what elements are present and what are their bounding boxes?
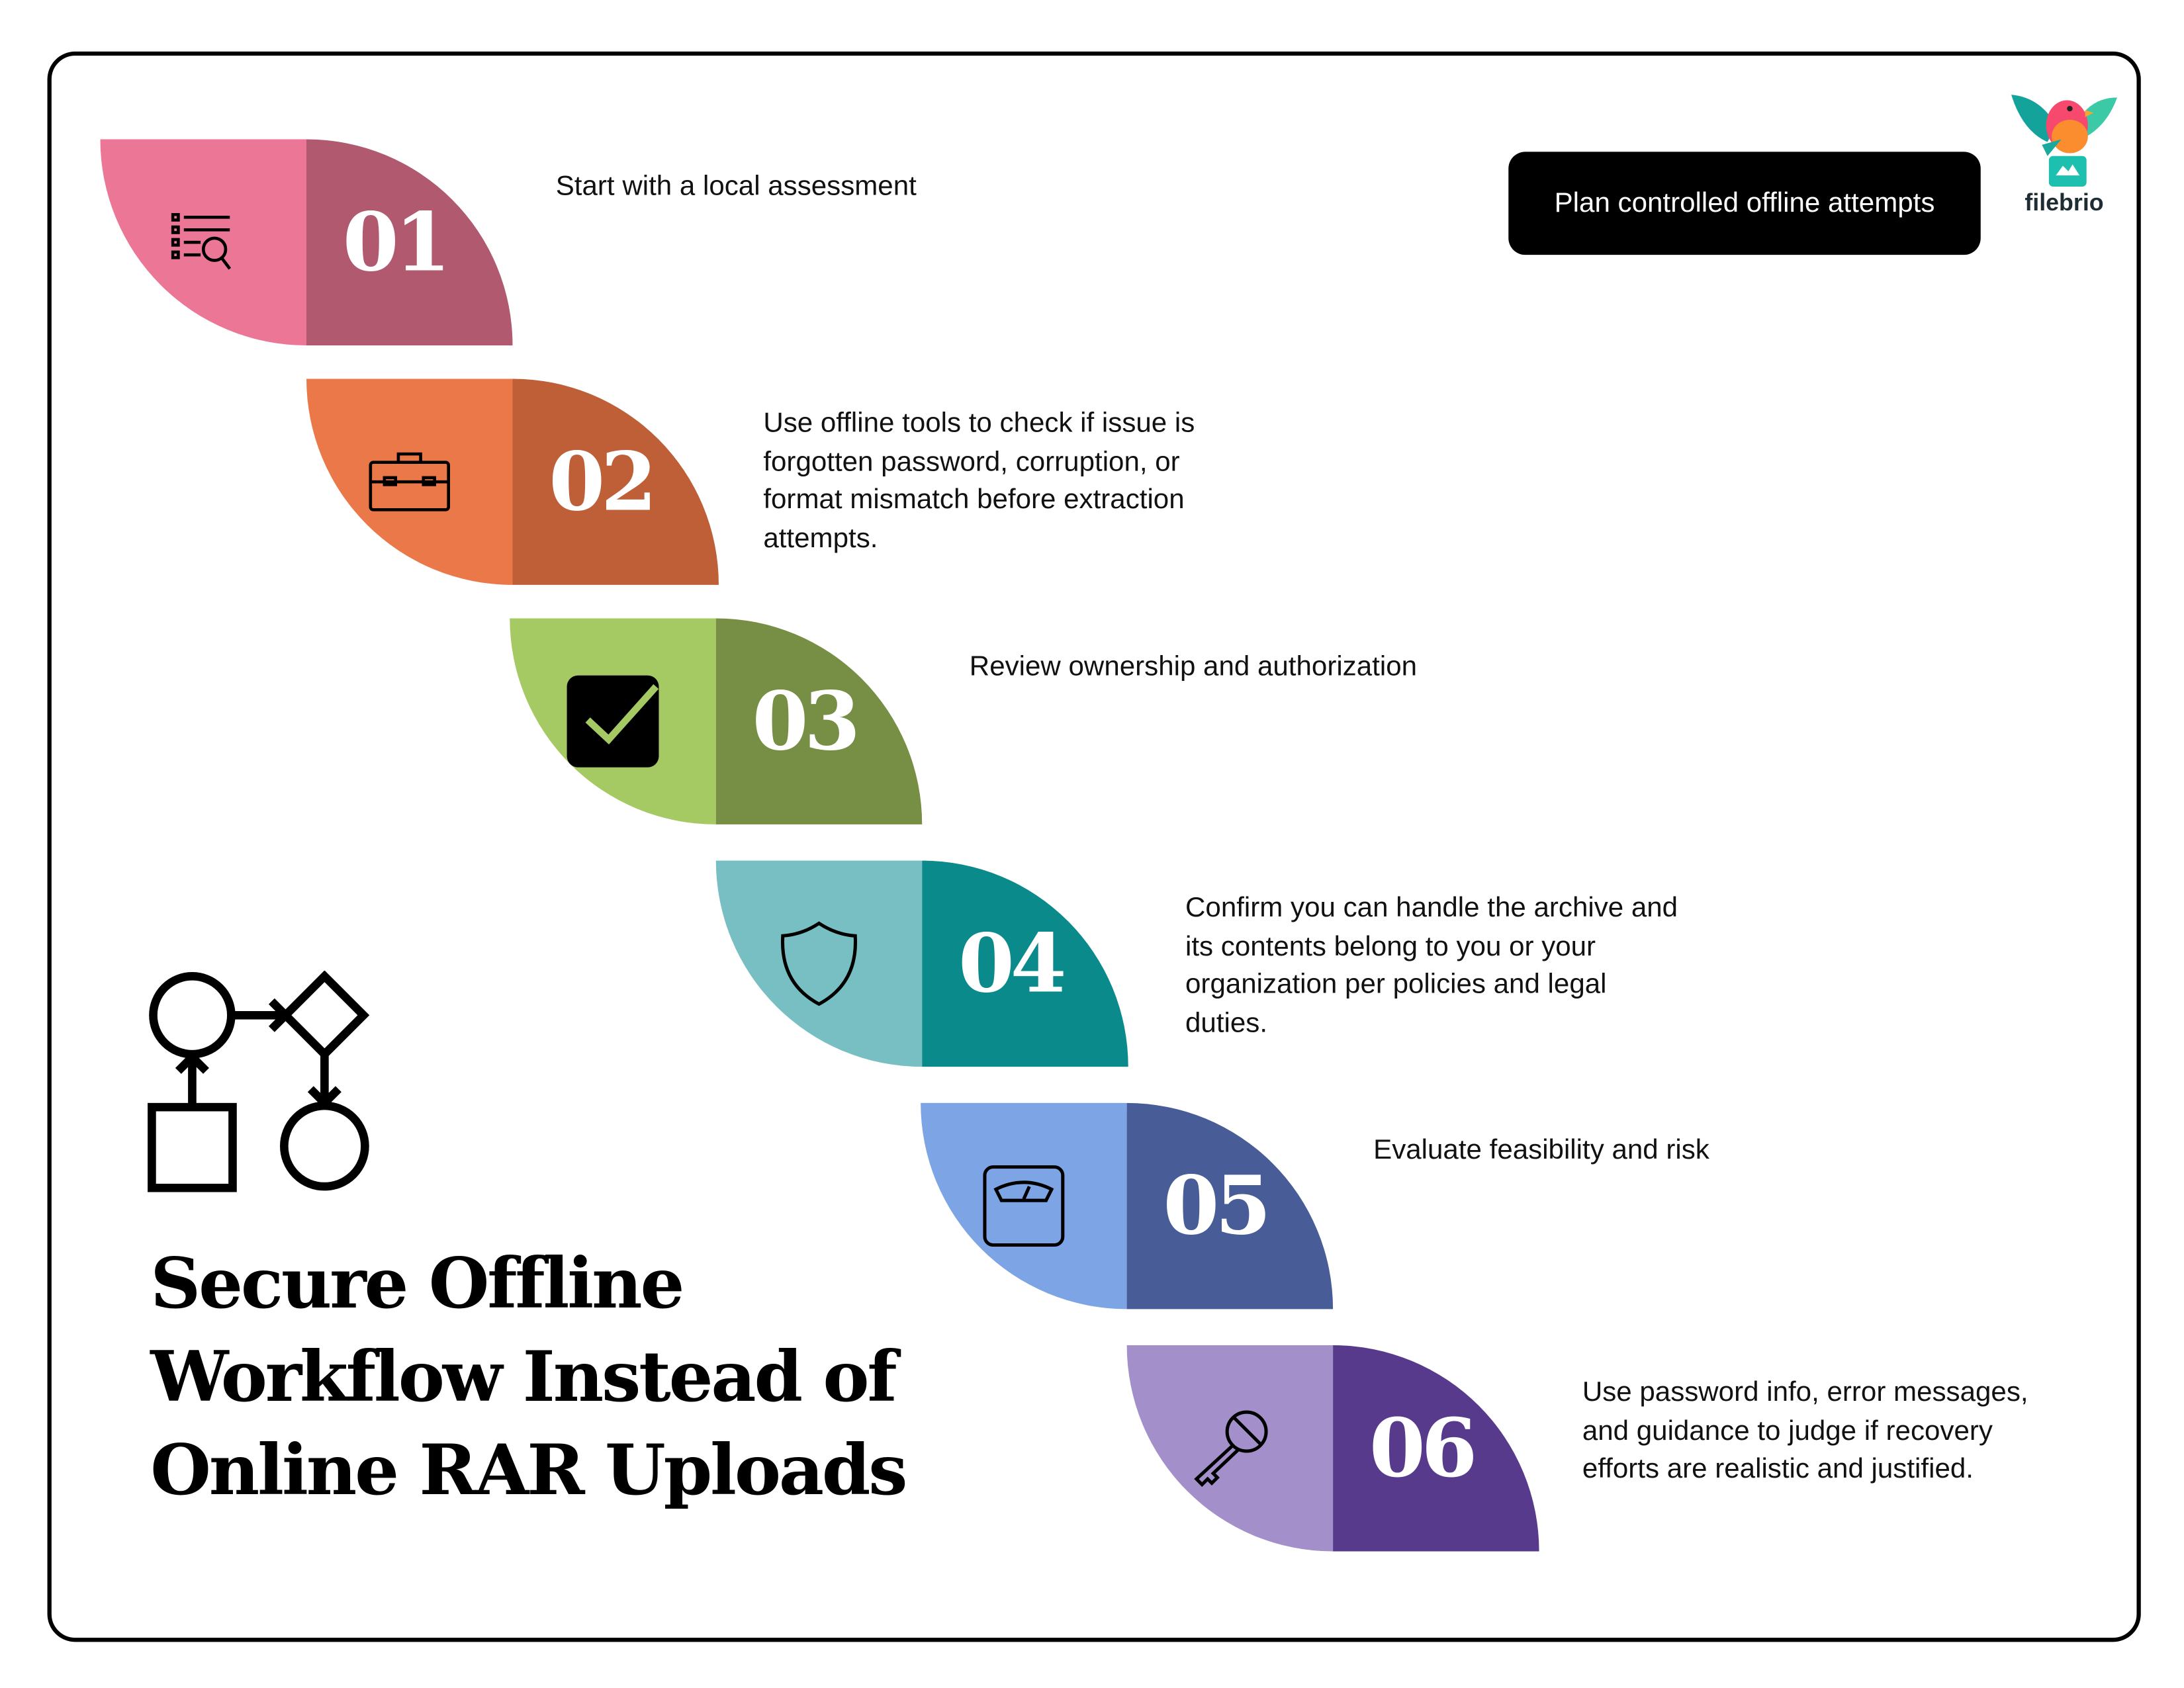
step-6-description: Use password info, error messages, and g… xyxy=(1582,1377,2028,1485)
step-4-description: Confirm you can handle the archive and i… xyxy=(1185,893,1678,1038)
step-number: 04 xyxy=(958,916,1067,1011)
step-1-number-panel: 01 xyxy=(306,139,513,345)
step-5: 05 xyxy=(921,1102,1334,1310)
plan-attempts-button[interactable]: Plan controlled offline attempts xyxy=(1508,152,1981,255)
bird-logo-icon xyxy=(2011,95,2117,187)
title-line-2: Workflow Instead of xyxy=(150,1335,897,1418)
step-6: 06 xyxy=(1126,1345,1539,1552)
step-number: 06 xyxy=(1369,1401,1478,1496)
step-4-number-panel: 04 xyxy=(922,860,1128,1067)
step-2: 02 xyxy=(306,378,719,585)
briefcase-icon xyxy=(369,452,450,511)
step-2-description: Use offline tools to check if issue is f… xyxy=(763,408,1195,554)
shield-icon xyxy=(780,921,858,1006)
step-6-number-panel: 06 xyxy=(1333,1345,1539,1552)
step-5-number-panel: 05 xyxy=(1126,1102,1334,1310)
brand-name: filebrio xyxy=(2025,189,2104,216)
flowchart-icon xyxy=(148,970,370,1192)
step-number: 01 xyxy=(342,195,451,290)
step-6-icon-panel xyxy=(1126,1345,1334,1552)
step-1: 01 xyxy=(100,139,513,345)
step-3-description: Review ownership and authorization xyxy=(969,651,1418,683)
step-3: 03 xyxy=(510,618,923,824)
step-2-icon-panel xyxy=(306,378,513,585)
step-4-icon-panel xyxy=(715,860,923,1067)
scale-icon xyxy=(983,1165,1065,1247)
filebrio-logo: filebrio xyxy=(2006,83,2123,222)
list-search-icon xyxy=(171,213,232,270)
step-number: 03 xyxy=(752,674,860,769)
title-line-1: Secure Offline xyxy=(150,1242,684,1325)
step-1-icon-panel xyxy=(100,139,307,345)
step-1-description: Start with a local assessment xyxy=(555,171,917,202)
step-number: 02 xyxy=(549,434,657,529)
checkbox-icon xyxy=(567,675,659,768)
step-4: 04 xyxy=(715,860,1128,1067)
step-2-number-panel: 02 xyxy=(512,378,719,585)
page-title: Secure Offline Workflow Instead of Onlin… xyxy=(150,1237,986,1517)
step-5-description: Evaluate feasibility and risk xyxy=(1373,1135,1709,1166)
step-number: 05 xyxy=(1163,1159,1271,1254)
step-3-icon-panel xyxy=(510,618,716,824)
title-line-3: Online RAR Uploads xyxy=(150,1429,907,1511)
page-frame xyxy=(47,51,2141,1642)
key-icon xyxy=(1194,1410,1268,1488)
step-3-number-panel: 03 xyxy=(715,618,923,824)
